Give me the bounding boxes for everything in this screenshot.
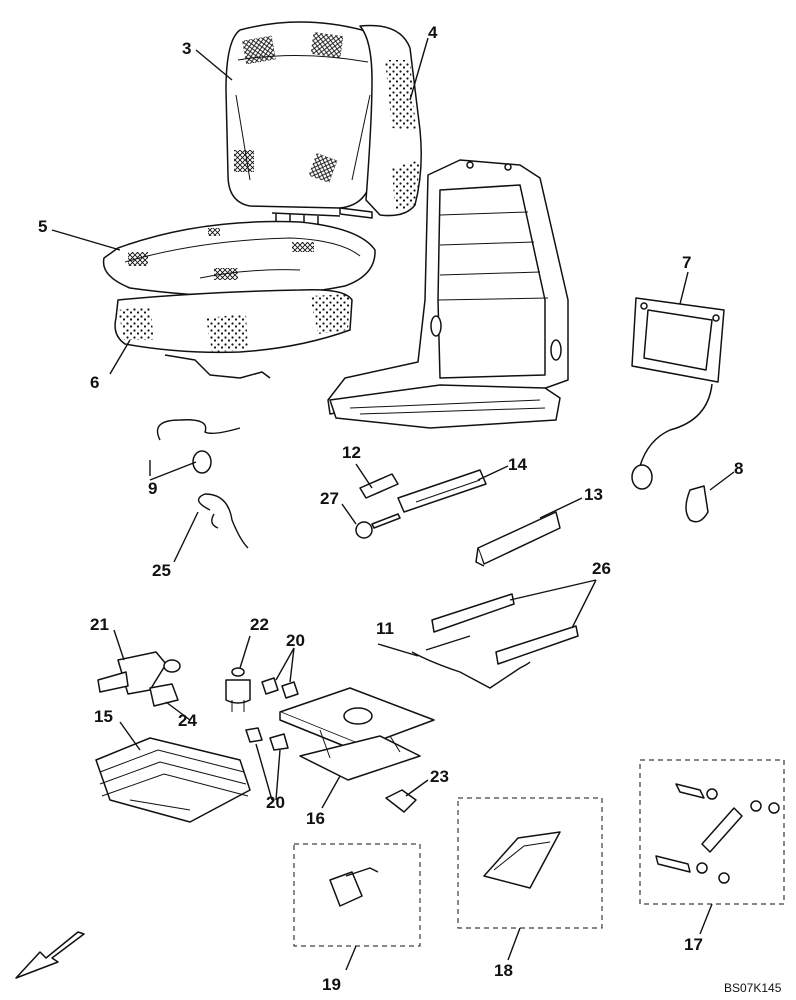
callout-15: 15 <box>94 707 113 726</box>
part-spacers <box>431 593 579 665</box>
direction-arrow-icon <box>15 931 85 979</box>
drawing-code: BS07K145 <box>724 981 782 995</box>
callout-12: 12 <box>342 443 361 462</box>
callout-27: 27 <box>320 489 339 508</box>
callout-22: 22 <box>250 615 269 634</box>
callout-19: 19 <box>322 975 341 994</box>
backrest-cushion <box>225 21 379 230</box>
callout-8: 8 <box>734 459 743 478</box>
callout-23: 23 <box>430 767 449 786</box>
seat-cushion-base <box>114 288 353 379</box>
callout-25: 25 <box>152 561 171 580</box>
part-rod <box>411 635 531 689</box>
callout-18: 18 <box>494 961 513 980</box>
callout-6: 6 <box>90 373 99 392</box>
leader-lines <box>51 37 735 971</box>
callout-24: 24 <box>178 711 197 730</box>
part-wire-cap <box>156 419 241 474</box>
seat-cushion <box>102 220 376 297</box>
callout-4: 4 <box>428 23 438 42</box>
callout-16: 16 <box>306 809 325 828</box>
callout-21: 21 <box>90 615 109 634</box>
callout-20-bottom: 20 <box>266 793 285 812</box>
control-panel <box>631 297 725 490</box>
callout-7: 7 <box>682 253 691 272</box>
seat-frame <box>327 159 569 429</box>
callout-14: 14 <box>508 455 527 474</box>
callout-20-top: 20 <box>286 631 305 650</box>
callout-17: 17 <box>684 935 703 954</box>
part-clips <box>245 677 299 751</box>
callout-3: 3 <box>182 39 191 58</box>
part-19-group <box>293 843 421 947</box>
callout-9: 9 <box>148 479 157 498</box>
part-bracket <box>475 511 561 567</box>
backrest-side-cover <box>339 24 422 219</box>
callout-26: 26 <box>592 559 611 578</box>
part-harness <box>197 493 249 549</box>
part-latch <box>385 789 417 813</box>
part-18-group <box>457 797 603 929</box>
part-spring-base <box>95 737 251 823</box>
callout-numbers: 3 4 5 6 7 8 9 11 12 13 14 15 16 17 18 19… <box>38 23 743 994</box>
part-switch <box>97 651 181 707</box>
part-knob <box>685 485 709 523</box>
part-17-group <box>639 759 785 905</box>
callout-5: 5 <box>38 217 47 236</box>
part-sensor <box>225 667 251 712</box>
callout-11: 11 <box>376 619 394 638</box>
part-suspension <box>279 687 435 781</box>
callout-13: 13 <box>584 485 603 504</box>
part-slide-rail <box>355 469 487 539</box>
